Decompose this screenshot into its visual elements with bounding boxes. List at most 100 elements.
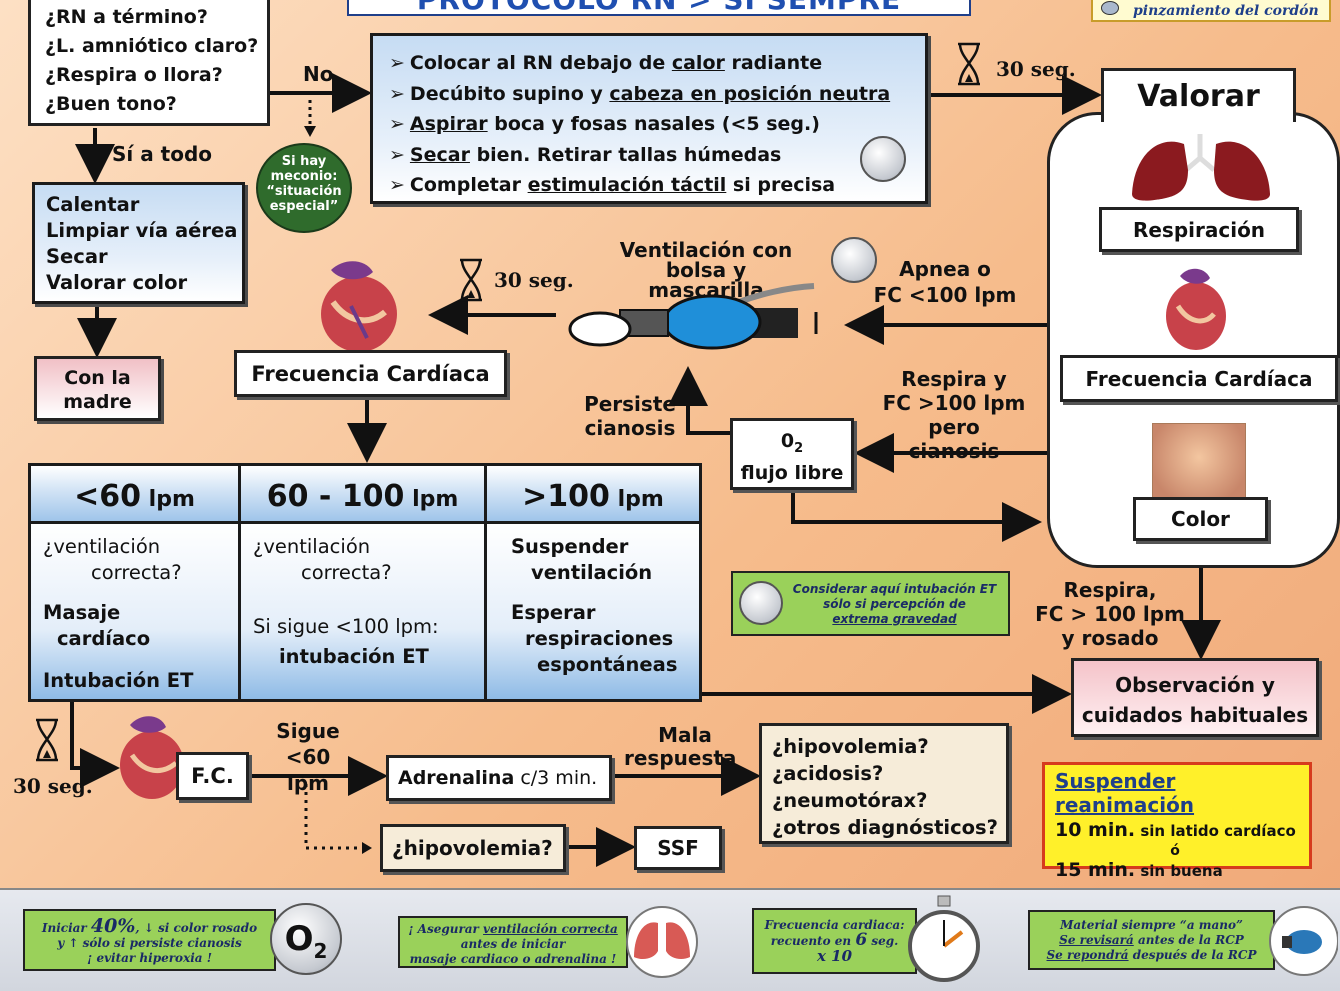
hand-icon xyxy=(860,136,906,182)
cord-clamping-note: pinzamiento del cordón xyxy=(1091,0,1331,22)
footer-tips: Iniciar 40%, ↓ si color rosado y ↑ sólo … xyxy=(0,888,1340,991)
table-text: ventilación xyxy=(531,561,653,584)
with-mother-line: madre xyxy=(63,391,132,413)
baby-face-image xyxy=(1152,423,1246,499)
routine-item: Valorar color xyxy=(46,271,188,294)
stop-or: ó xyxy=(1170,843,1180,859)
meconium-badge: Si hay meconio: “situación especial” xyxy=(256,143,352,233)
meconium-line: “situación xyxy=(266,184,342,199)
ventilation-label: Ventilación con bolsa y mascarilla xyxy=(606,240,806,300)
equipment-tip: Material siempre “a mano” Se revisará an… xyxy=(1028,910,1275,970)
intubation-note: Considerar aquí intubación ET sólo si pe… xyxy=(731,571,1010,636)
ventilation-line: Ventilación con xyxy=(619,238,793,262)
meconium-line: Si hay xyxy=(281,154,327,169)
oxygen-icon: O2 xyxy=(270,903,342,975)
with-mother-box: Con la madre xyxy=(34,356,161,421)
timer-label-bottom: 30 seg. xyxy=(13,774,93,798)
table-text: ¿ventilación xyxy=(253,535,371,558)
poor-response-line: respuesta xyxy=(624,746,737,770)
column-header: >100 lpm xyxy=(487,466,699,524)
step-item: ➢Aspirar boca y fosas nasales (<5 seg.) xyxy=(389,113,820,135)
breathing-pink-line: y rosado xyxy=(1061,626,1159,650)
ventilation-tip: ¡ Asegurar ventilación correcta antes de… xyxy=(398,916,628,968)
breathing-pink-line: Respira, xyxy=(1063,578,1157,602)
routine-item: Limpiar vía aérea xyxy=(46,219,238,242)
lungs-icon xyxy=(1132,134,1270,201)
still-under-60-line: <60 lpm xyxy=(285,745,331,795)
stopwatch-icon xyxy=(908,895,980,982)
table-text: cardíaco xyxy=(57,627,151,650)
clamp-icon xyxy=(1101,1,1119,15)
table-text: Masaje xyxy=(43,601,121,624)
saline-box: SSF xyxy=(634,826,722,870)
table-text: respiraciones xyxy=(525,627,674,650)
column-body: Suspender ventilación Esperar respiracio… xyxy=(487,524,699,699)
breathing-pink-label: Respira, FC > 100 lpm y rosado xyxy=(1034,578,1186,650)
stop-resuscitation-title: Suspender reanimación xyxy=(1055,769,1195,817)
lungs-icon xyxy=(626,906,698,978)
no-label: No xyxy=(303,62,334,86)
resuscitation-bag-icon xyxy=(1269,906,1338,976)
free-flow-label: flujo libre xyxy=(740,461,844,484)
heart-icon xyxy=(1166,268,1226,350)
column-under-60: <60 lpm ¿ventilación correcta? Masaje ca… xyxy=(31,466,241,699)
step-item: ➢Secar bien. Retirar tallas húmedas xyxy=(389,143,782,166)
table-text: correcta? xyxy=(91,561,182,584)
apnea-label: Apnea o FC <100 lpm xyxy=(872,256,1018,308)
hourglass-icon xyxy=(36,718,58,762)
question-tone: ¿Buen tono? xyxy=(45,93,177,115)
table-text: intubación ET xyxy=(279,645,429,668)
ventilation-line: bolsa y mascarilla xyxy=(648,258,764,302)
heart-icon xyxy=(120,716,184,799)
breathing-pink-line: FC > 100 lpm xyxy=(1035,602,1185,626)
assessment-title: Valorar xyxy=(1101,68,1296,122)
step-item: ➢Colocar al RN debajo de calor radiante xyxy=(389,52,823,74)
apnea-line: FC <100 lpm xyxy=(873,283,1017,307)
table-text: correcta? xyxy=(301,561,392,584)
table-text: ¿ventilación xyxy=(43,535,161,558)
poor-response-line: Mala xyxy=(658,723,712,747)
diagnosis-item: ¿hipovolemia? xyxy=(772,735,929,758)
heart-rate-label: Frecuencia Cardíaca xyxy=(1060,355,1338,402)
free-flow-oxygen-box: 02 flujo libre xyxy=(730,418,854,490)
color-label: Color xyxy=(1133,497,1268,541)
initial-questions-box: ¿RN a término? ¿L. amniótico claro? ¿Res… xyxy=(28,0,270,126)
hypovolemia-box: ¿hipovolemia? xyxy=(380,824,566,872)
meconium-line: meconio: xyxy=(270,169,338,184)
hand-icon xyxy=(831,237,877,283)
hourglass-icon xyxy=(958,42,980,86)
question-breathing: ¿Respira o llora? xyxy=(45,64,223,86)
heart-icon xyxy=(321,261,397,352)
table-text: Intubación ET xyxy=(43,669,194,692)
persistent-cyanosis-line: Persiste xyxy=(584,392,676,416)
column-body: ¿ventilación correcta? Masaje cardíaco I… xyxy=(31,524,238,699)
hand-icon xyxy=(739,581,783,625)
cyanosis-condition-line: pero cianosis xyxy=(908,415,1000,463)
persistent-cyanosis-line: cianosis xyxy=(584,416,676,440)
apnea-line: Apnea o xyxy=(899,257,991,281)
breathing-label: Respiración xyxy=(1099,207,1299,252)
diagnosis-item: ¿otros diagnósticos? xyxy=(772,816,998,839)
column-60-100: 60 - 100 lpm ¿ventilación correcta? Si s… xyxy=(241,466,487,699)
cyanosis-condition-line: FC >100 lpm xyxy=(882,391,1026,415)
cord-clamping-text: pinzamiento del cordón xyxy=(1133,3,1319,19)
with-mother-line: Con la xyxy=(64,367,131,389)
still-under-60-label: Sigue <60 lpm xyxy=(262,718,354,796)
initial-steps-box: ➢Colocar al RN debajo de calor radiante … xyxy=(370,33,928,204)
observation-line: cuidados habituales xyxy=(1081,703,1309,727)
routine-care-box: Calentar Limpiar vía aérea Secar Valorar… xyxy=(32,182,245,304)
question-amniotic: ¿L. amniótico claro? xyxy=(45,35,259,57)
timer-label-middle: 30 seg. xyxy=(494,268,574,292)
step-item: ➢Decúbito supino y cabeza en posición ne… xyxy=(389,82,891,105)
question-term: ¿RN a término? xyxy=(45,6,208,28)
persistent-cyanosis-label: Persiste cianosis xyxy=(582,392,678,440)
poor-response-label: Mala respuesta xyxy=(624,724,736,770)
page-title: PROTOCOLO RN > SÍ SEMPRE xyxy=(347,0,971,16)
stop-criterion: 10 min. sin latido cardíaco xyxy=(1055,819,1296,841)
oxygen-tip: Iniciar 40%, ↓ si color rosado y ↑ sólo … xyxy=(23,909,276,971)
heart-rate-small-box: F.C. xyxy=(176,752,249,800)
diagnosis-item: ¿acidosis? xyxy=(772,762,884,785)
observation-line: Observación y xyxy=(1115,673,1275,697)
intubation-note-line: sólo si percepción de xyxy=(823,597,966,611)
step-item: ➢Completar estimulación táctil si precis… xyxy=(389,174,836,196)
